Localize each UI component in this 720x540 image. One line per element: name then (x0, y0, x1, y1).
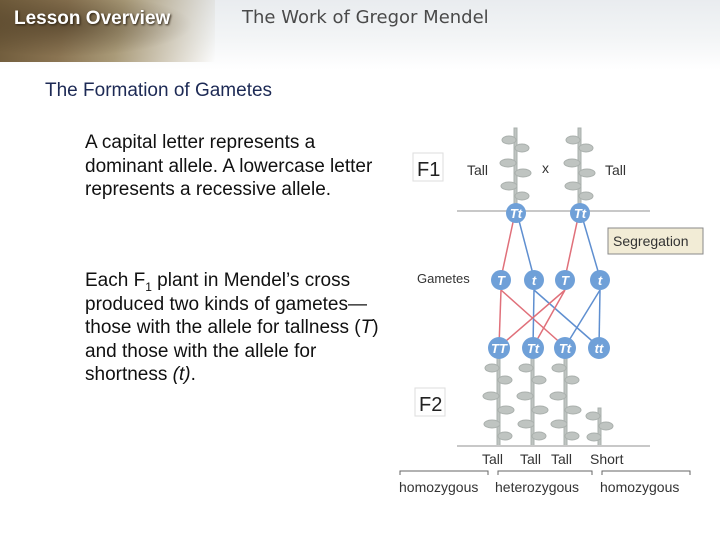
para2-text-d: . (190, 364, 196, 385)
offspring-plant-4-short (585, 407, 614, 447)
gamete-2: t (532, 273, 537, 288)
para2-tall-allele: T (360, 317, 373, 338)
line-p2-t (580, 212, 601, 279)
parent-left-label: Tall (467, 162, 488, 178)
gamete-circle-3 (555, 270, 575, 290)
header-bar: Lesson Overview The Work of Gregor Mende… (0, 0, 720, 70)
gamete-circle-1 (491, 270, 511, 290)
f1-label-box (412, 152, 444, 182)
zygosity-label-2: heterozygous (495, 479, 579, 495)
mendel-cross-diagram: F1 F2 Tall x Tall Tt Tt Segregation Game… (399, 127, 704, 495)
phenotype-label-2: Tall (520, 451, 541, 467)
gamete-row: T t T t (491, 270, 610, 290)
line-t1-tt (533, 289, 600, 348)
offspring-circle-4 (588, 337, 610, 359)
parent-plant-left (499, 127, 532, 207)
offspring-genotype-row: TT Tt Tt tt (488, 337, 610, 359)
bracket-homozygous-right (601, 470, 691, 475)
parent-right-genotype-circle (570, 203, 590, 223)
line-p2-T (564, 212, 580, 279)
slide-title: The Formation of Gametes (45, 80, 273, 101)
zygosity-label-3: homozygous (600, 479, 679, 495)
para2-short-allele: (t) (172, 364, 191, 385)
line-T2-TT (498, 289, 566, 348)
para2-subscript: 1 (145, 279, 152, 294)
zygosity-brackets (399, 470, 691, 475)
line-p1-t (516, 212, 535, 279)
offspring-genotype-3: Tt (559, 341, 572, 356)
paragraph-alleles: A capital letter represents a dominant a… (85, 132, 373, 200)
lesson-label: Lesson Overview (14, 8, 171, 29)
f1-label: F1 (417, 159, 440, 181)
zygosity-label-1: homozygous (399, 479, 478, 495)
phenotype-label-4: Short (590, 451, 624, 467)
gamete-3: T (561, 273, 570, 288)
parent-plant-right (563, 127, 596, 207)
cross-symbol: x (542, 160, 549, 176)
bracket-heterozygous (497, 470, 593, 475)
parent-genotypes: Tt Tt (506, 203, 590, 223)
offspring-genotype-1: TT (491, 341, 508, 356)
paragraph-gametes: Each F1 plant in Mendel’s cross produced… (85, 269, 385, 387)
offspring-circle-2 (522, 337, 544, 359)
allele-lines (498, 212, 601, 348)
f2-label-box (414, 387, 446, 417)
phenotype-label-1: Tall (482, 451, 503, 467)
para2-text-b: plant in Mendel’s cross produced two kin… (85, 270, 367, 338)
para2-text-c: ) and those with the allele for shortnes… (85, 317, 379, 385)
offspring-genotype-2: Tt (527, 341, 540, 356)
f2-label: F2 (419, 394, 442, 416)
offspring-plant-3 (549, 355, 582, 447)
header-image (0, 0, 215, 62)
parent-left-genotype: Tt (510, 206, 523, 221)
gamete-4: t (598, 273, 603, 288)
parent-left-genotype-circle (506, 203, 526, 223)
para2-text-a: Each F (85, 270, 146, 291)
line-p1-T (500, 212, 516, 279)
line-t2-Tt (564, 289, 601, 348)
parent-right-label: Tall (605, 162, 626, 178)
gamete-1: T (497, 273, 506, 288)
gamete-circle-4 (590, 270, 610, 290)
offspring-plant-2 (516, 355, 549, 447)
phenotype-label-3: Tall (551, 451, 572, 467)
topic-title: The Work of Gregor Mendel (242, 7, 489, 28)
offspring-circle-3 (554, 337, 576, 359)
gametes-label: Gametes (417, 271, 470, 286)
bracket-homozygous-left (399, 470, 489, 475)
segregation-box (607, 227, 704, 255)
offspring-genotype-4: tt (595, 341, 604, 356)
offspring-plant-1 (482, 355, 515, 447)
parent-right-genotype: Tt (574, 206, 587, 221)
line-T2-Tt (532, 289, 566, 348)
segregation-label: Segregation (613, 233, 689, 249)
offspring-circle-1 (488, 337, 510, 359)
gamete-circle-2 (524, 270, 544, 290)
